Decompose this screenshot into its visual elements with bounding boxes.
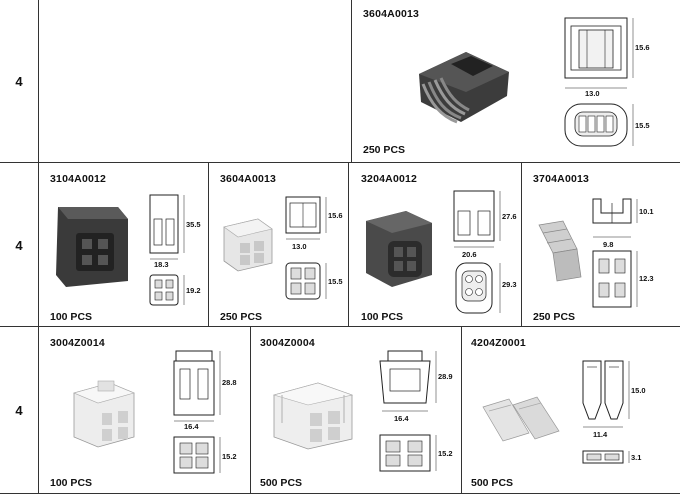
side-view-drawing: 15.0 11.4 (582, 360, 646, 439)
catalog-cell-3104A0012: 3104A0012 100 PCS 35.5 18.3 (38, 163, 209, 327)
front-view-drawing: 15.5 (285, 262, 343, 300)
front-view-drawing: 3.1 (582, 450, 641, 464)
dimension-depth: 15.2 (222, 452, 237, 461)
dimension-width: 20.6 (462, 250, 477, 259)
dimension-width: 16.4 (394, 414, 409, 423)
dimension-depth: 15.2 (438, 449, 453, 458)
catalog-row-1: 4 3604A0013 250 PCS 15.6 13.0 (0, 0, 680, 162)
catalog-cell-3604A0013: 3604A0013 250 PCS 15.6 13.0 15.5 (208, 163, 349, 327)
terminal-photo (538, 220, 582, 282)
package-quantity: 500 PCS (260, 477, 303, 489)
dimension-depth: 29.3 (502, 280, 517, 289)
dimension-height: 10.1 (639, 207, 654, 216)
side-view-drawing: 28.8 16.4 (173, 350, 237, 431)
part-code: 3204A0012 (361, 173, 418, 185)
side-view-drawing: 15.6 13.0 (285, 196, 343, 251)
dimension-height: 27.6 (502, 212, 517, 221)
connector-photo (272, 382, 354, 450)
catalog-cell-3204A0012: 3204A0012 100 PCS 27.6 20.6 (348, 163, 522, 327)
dimension-depth: 3.1 (631, 453, 641, 462)
row-label: 4 (0, 163, 39, 327)
part-code: 3104A0012 (50, 173, 107, 185)
side-view-drawing: 15.6 13.0 (564, 17, 650, 98)
connector-photo (223, 218, 273, 272)
catalog-row-2: 4 3104A0012 100 PCS 35.5 18.3 (0, 162, 680, 327)
package-quantity: 100 PCS (50, 477, 93, 489)
front-view-drawing: 29.3 (455, 262, 517, 314)
package-quantity: 100 PCS (50, 311, 93, 323)
package-quantity: 100 PCS (361, 311, 404, 323)
package-quantity: 250 PCS (220, 311, 263, 323)
part-code: 3004Z0004 (260, 337, 315, 349)
front-view-drawing: 15.5 (564, 103, 650, 147)
dimension-width: 13.0 (585, 89, 600, 98)
connector-photo (419, 52, 509, 124)
catalog-cell-3204A0402: 3604A0013 250 PCS 15.6 13.0 (351, 0, 680, 162)
side-view-drawing: 10.1 9.8 (592, 198, 654, 249)
dimension-depth: 12.3 (639, 274, 654, 283)
terminal-photo (482, 396, 560, 442)
dimension-height: 15.6 (328, 211, 343, 220)
catalog-cell-3004Z0014: 3004Z0014 100 PCS 28.8 16.4 (38, 327, 251, 493)
part-code: 3604A0013 (363, 8, 420, 20)
connector-photo (366, 211, 432, 287)
connector-photo (56, 207, 128, 287)
dimension-depth: 15.5 (635, 121, 650, 130)
dimension-width: 13.0 (292, 242, 307, 251)
side-view-drawing: 27.6 20.6 (453, 190, 517, 259)
front-view-drawing: 12.3 (592, 250, 654, 308)
dimension-width: 11.4 (593, 430, 608, 439)
front-view-drawing: 15.2 (173, 436, 237, 474)
dimension-height: 28.8 (222, 378, 237, 387)
package-quantity: 250 PCS (533, 311, 576, 323)
row-label: 4 (0, 0, 39, 162)
package-quantity: 250 PCS (363, 144, 406, 156)
catalog-cell-empty (38, 0, 352, 162)
catalog-cell-4204Z0001: 4204Z0001 500 PCS 15.0 11.4 3.1 (461, 327, 680, 493)
package-quantity: 500 PCS (471, 477, 514, 489)
front-view-drawing: 19.2 (149, 274, 201, 306)
dimension-height: 15.0 (631, 386, 646, 395)
catalog-cell-3004Z0004: 3004Z0004 500 PCS 28.9 16.4 (250, 327, 462, 493)
front-view-drawing: 15.2 (379, 434, 453, 472)
catalog-row-3: 4 3004Z0014 100 PCS 28.8 16.4 (0, 326, 680, 494)
part-code: 4204Z0001 (471, 337, 526, 349)
side-view-drawing: 35.5 18.3 (149, 194, 201, 269)
dimension-depth: 19.2 (186, 286, 201, 295)
connector-photo (73, 380, 135, 448)
side-view-drawing: 28.9 16.4 (379, 350, 453, 423)
dimension-height: 35.5 (186, 220, 201, 229)
part-code: 3704A0013 (533, 173, 590, 185)
part-code: 3004Z0014 (50, 337, 105, 349)
dimension-width: 9.8 (603, 240, 613, 249)
part-code: 3604A0013 (220, 173, 277, 185)
dimension-width: 18.3 (154, 260, 169, 269)
dimension-depth: 15.5 (328, 277, 343, 286)
dimension-height: 15.6 (635, 43, 650, 52)
catalog-cell-3704A0013: 3704A0013 250 PCS 10.1 9.8 12.3 (521, 163, 680, 327)
dimension-width: 16.4 (184, 422, 199, 431)
row-label: 4 (0, 327, 39, 493)
dimension-height: 28.9 (438, 372, 453, 381)
